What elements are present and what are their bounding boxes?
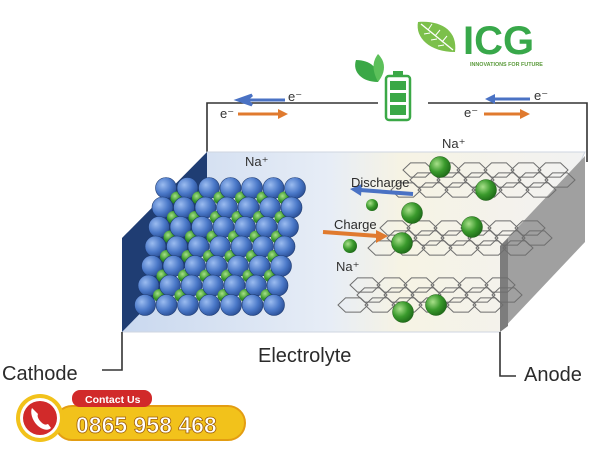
graphite-hex bbox=[490, 172, 522, 188]
graphite-hex bbox=[391, 297, 423, 313]
graphite-hex bbox=[514, 220, 546, 236]
electron-arrows-left: e⁻ e⁻ bbox=[220, 89, 302, 121]
sodium-ion bbox=[391, 232, 413, 254]
graphite-hex bbox=[436, 172, 468, 188]
charge-label: Charge bbox=[334, 217, 377, 232]
graphite-hex bbox=[487, 220, 519, 236]
sodium-ion bbox=[425, 294, 447, 316]
electron-label: e⁻ bbox=[464, 105, 478, 120]
cathode-atom bbox=[198, 294, 221, 316]
phone-icon bbox=[16, 394, 64, 442]
cathode-atom bbox=[284, 177, 306, 199]
contact-badge[interactable]: Contact Us 0865 958 468 bbox=[16, 390, 246, 442]
graphite-hex bbox=[537, 162, 569, 178]
anode-sodium-ions bbox=[391, 156, 497, 323]
na-ion-label: Na⁺ bbox=[245, 154, 268, 169]
na-ion-label: Na⁺ bbox=[442, 136, 465, 151]
contact-us-label: Contact Us bbox=[85, 394, 141, 406]
graphite-hex bbox=[364, 297, 396, 313]
cathode-atom bbox=[277, 216, 299, 238]
cathode-atom bbox=[177, 294, 199, 316]
electron-arrows-right: e⁻ e⁻ bbox=[464, 88, 548, 120]
graphite-hex bbox=[472, 297, 504, 313]
cathode-atom bbox=[263, 294, 285, 316]
graphite-hex bbox=[406, 220, 438, 236]
cathode-atom bbox=[155, 294, 178, 316]
graphite-hex bbox=[356, 287, 388, 303]
cathode-atom bbox=[134, 294, 156, 316]
graphite-hex bbox=[494, 230, 526, 246]
electron-label: e⁻ bbox=[220, 106, 234, 121]
electron-label: e⁻ bbox=[288, 89, 302, 104]
cathode-atom bbox=[280, 196, 303, 219]
graphite-hex bbox=[475, 240, 507, 256]
graphite-hex bbox=[413, 230, 445, 246]
graphite-hex bbox=[498, 182, 530, 198]
graphite-hex bbox=[471, 182, 503, 198]
cathode-atom bbox=[241, 294, 264, 316]
graphite-hex bbox=[460, 220, 492, 236]
sodium-ion bbox=[366, 199, 378, 211]
electrolyte-label: Electrolyte bbox=[258, 345, 351, 367]
sodium-ion bbox=[343, 239, 357, 253]
electron-label: e⁻ bbox=[534, 88, 548, 103]
phone-number[interactable]: 0865 958 468 bbox=[76, 412, 218, 439]
na-ion-label: Na⁺ bbox=[336, 259, 359, 274]
graphite-hex bbox=[448, 240, 480, 256]
graphite-hex bbox=[390, 182, 422, 198]
cathode-atom bbox=[266, 274, 289, 297]
graphite-hex bbox=[525, 182, 557, 198]
charge-flow: Charge bbox=[322, 217, 388, 253]
discharge-label: Discharge bbox=[351, 175, 410, 190]
graphite-hex bbox=[403, 277, 435, 293]
graphite-hex bbox=[430, 277, 462, 293]
logo-name: ICG bbox=[463, 19, 534, 63]
graphite-hex bbox=[376, 277, 408, 293]
graphite-hex bbox=[467, 230, 499, 246]
graphite-hex bbox=[349, 277, 381, 293]
graphite-hex bbox=[456, 162, 488, 178]
sodium-ion bbox=[392, 301, 414, 323]
icg-logo: ICG INNOVATIONS FOR FUTURE bbox=[417, 19, 543, 68]
graphite-hex bbox=[433, 220, 465, 236]
graphite-hex bbox=[337, 297, 369, 313]
anode-plate bbox=[500, 156, 585, 332]
cathode-lattice bbox=[134, 177, 306, 316]
external-circuit bbox=[206, 102, 588, 162]
sodium-ion bbox=[461, 216, 483, 238]
graphite-hex bbox=[367, 240, 399, 256]
sodium-ion bbox=[475, 179, 497, 201]
graphite-hex bbox=[484, 277, 516, 293]
graphite-hex bbox=[491, 287, 523, 303]
discharge-flow: Discharge bbox=[350, 175, 414, 211]
graphite-hex bbox=[483, 162, 515, 178]
logo-tagline: INNOVATIONS FOR FUTURE bbox=[470, 62, 543, 68]
battery-leaf-icon bbox=[355, 54, 412, 122]
graphite-hex bbox=[457, 277, 489, 293]
graphite-hex bbox=[421, 240, 453, 256]
graphite-hex bbox=[521, 230, 553, 246]
graphite-hex bbox=[517, 172, 549, 188]
graphite-hex bbox=[444, 182, 476, 198]
graphite-hex bbox=[464, 287, 496, 303]
sodium-ion bbox=[429, 156, 451, 178]
sodium-ion bbox=[401, 202, 423, 224]
anode-label: Anode bbox=[524, 364, 582, 386]
graphite-hex bbox=[502, 240, 534, 256]
graphite-hex bbox=[510, 162, 542, 178]
cathode-atom bbox=[270, 255, 292, 277]
cathode-atom bbox=[273, 235, 296, 258]
cathode-atom bbox=[220, 294, 242, 316]
graphite-hex bbox=[544, 172, 576, 188]
leaf-icon bbox=[417, 21, 456, 52]
graphite-hex bbox=[417, 182, 449, 198]
leader-lines bbox=[102, 332, 516, 377]
cathode-label: Cathode bbox=[2, 363, 78, 385]
graphite-hex bbox=[402, 162, 434, 178]
